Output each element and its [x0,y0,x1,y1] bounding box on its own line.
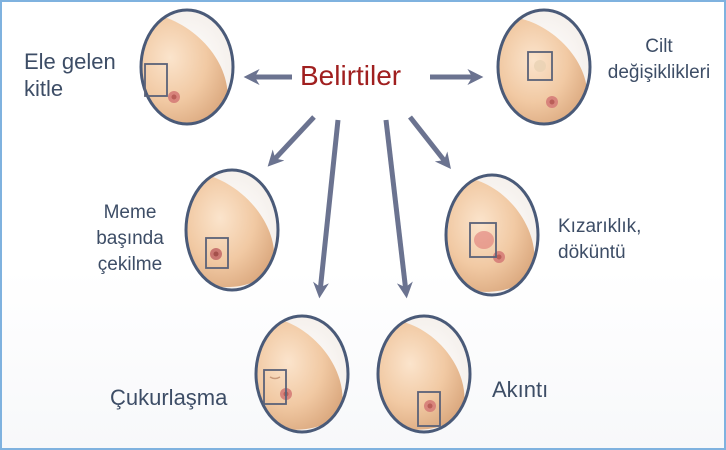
symptom-label-line: değişiklikleri [600,60,718,86]
symptom-label-line: başında [82,226,178,252]
symptom-label-dimpling: Çukurlaşma [110,384,227,411]
arrow-icon [320,120,338,292]
symptom-label-skin: Cilt değişiklikleri [600,34,718,86]
diagram-title: Belirtiler [300,60,401,92]
symptom-label-line: döküntü [558,240,641,266]
symptom-label-line: kitle [24,75,116,102]
symptom-label-line: Kızarıklık, [558,214,641,240]
breast-illustration-icon [132,10,233,126]
arrow-icon [272,117,314,162]
symptom-label-line: Ele gelen [24,48,116,75]
symptom-label-lump: Ele gelen kitle [24,48,116,102]
breast-illustration-icon [374,316,470,432]
symptom-label-line: çekilme [82,252,178,278]
symptom-label-line: Cilt [600,34,718,60]
symptom-label-line: Çukurlaşma [110,384,227,411]
arrow-icon [386,120,406,292]
symptom-label-retraction: Meme başında çekilme [82,200,178,278]
breast-illustration-icon [444,175,538,295]
breast-illustration-icon [252,316,348,432]
symptom-label-redness: Kızarıklık, döküntü [558,214,641,266]
symptom-label-discharge: Akıntı [492,376,548,403]
arrow-icon [410,117,447,164]
breast-illustration-icon [497,10,590,126]
breast-illustration-icon [184,170,278,290]
symptom-label-line: Meme [82,200,178,226]
symptom-label-line: Akıntı [492,376,548,403]
